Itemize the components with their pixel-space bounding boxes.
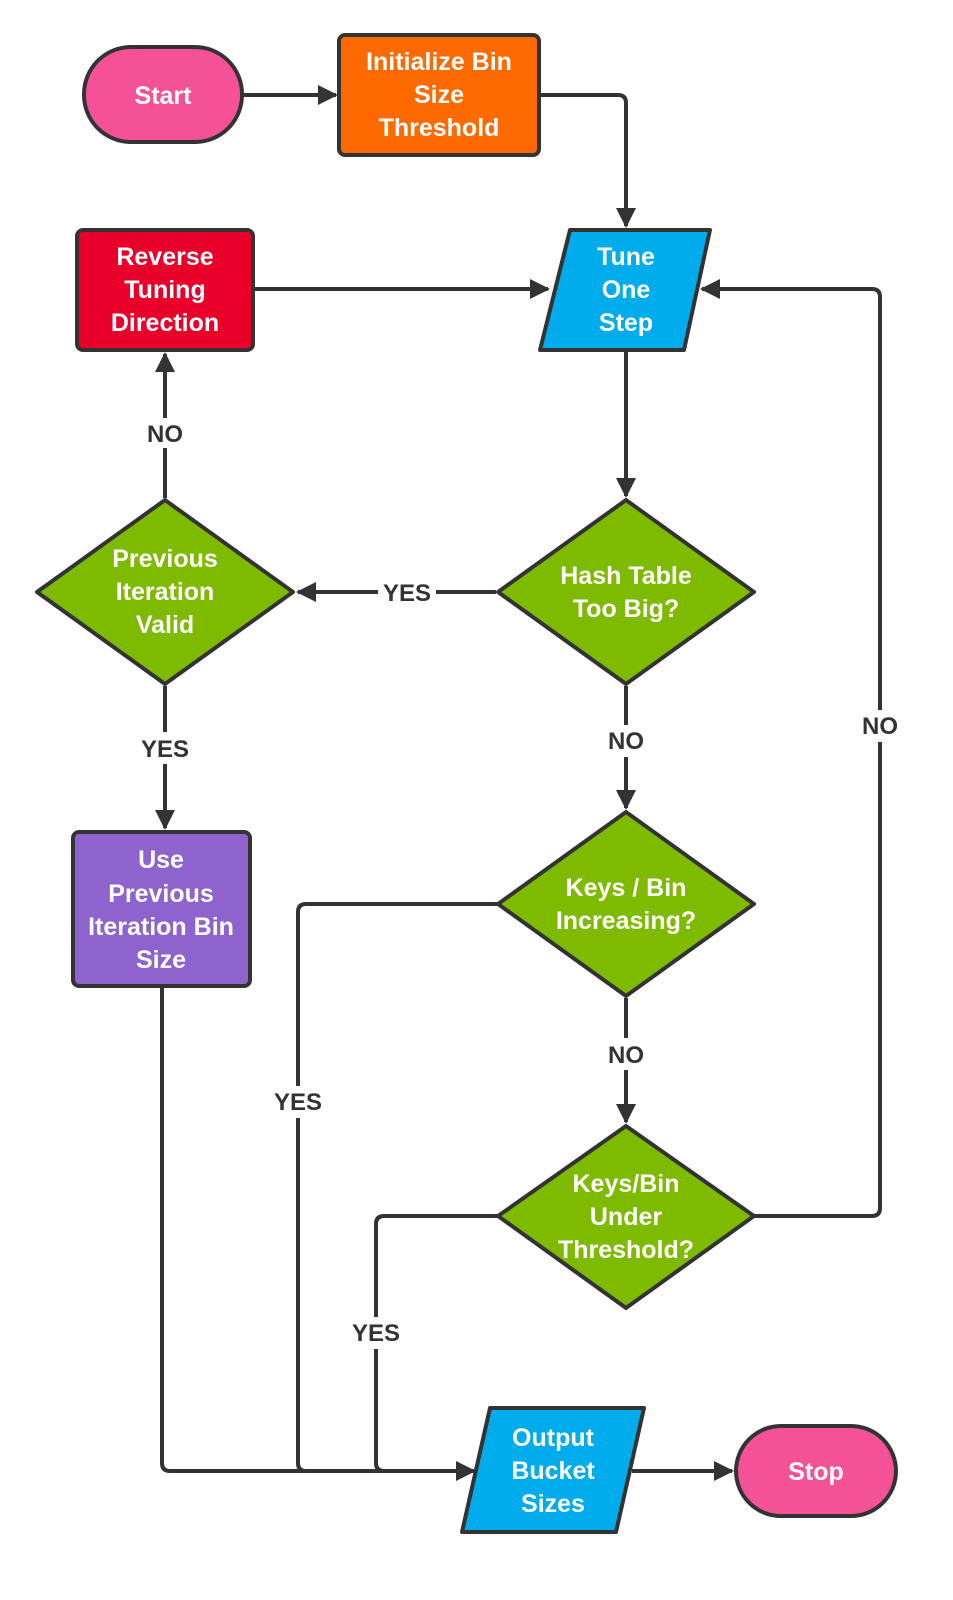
output-label-line-2: Bucket xyxy=(511,1457,595,1485)
keys-under-decision-shape xyxy=(496,1124,756,1310)
edge-label-keys-inc-no: NO xyxy=(608,1042,644,1069)
edge-label-keys-inc-yes: YES xyxy=(274,1089,322,1116)
node-use-previous-bin-size: Use Previous Iteration Bin Size xyxy=(71,830,252,988)
tune-io-shape xyxy=(538,228,712,352)
use-prev-label-line-3: Iteration Bin xyxy=(88,913,234,941)
use-prev-label-line-2: Previous xyxy=(108,880,214,908)
tune-label-line-1: Tune xyxy=(597,243,655,271)
node-previous-iteration-valid: Previous Iteration Valid xyxy=(35,498,295,686)
node-initialize: Initialize Bin Size Threshold xyxy=(337,33,541,157)
edge-label-keys-under-yes: YES xyxy=(352,1320,400,1347)
keys-under-label-line-2: Under xyxy=(590,1203,663,1231)
use-prev-process-box xyxy=(71,830,252,988)
hash-label-line-2: Too Big? xyxy=(573,595,679,623)
keys-inc-label-line-2: Increasing? xyxy=(556,907,696,935)
keys-under-label-line-1: Keys/Bin xyxy=(573,1170,680,1198)
prev-valid-label-line-2: Iteration xyxy=(116,578,215,606)
output-label-line-1: Output xyxy=(512,1424,595,1452)
reverse-label-line-1: Reverse xyxy=(116,243,213,271)
node-hash-table-too-big: Hash Table Too Big? xyxy=(496,498,756,686)
hash-label-line-1: Hash Table xyxy=(560,562,692,590)
hash-decision-shape xyxy=(496,498,756,686)
initialize-label-line-3: Threshold xyxy=(379,114,500,142)
use-prev-label-line-1: Use xyxy=(138,846,184,874)
initialize-process-box xyxy=(337,33,541,157)
prev-valid-decision-shape xyxy=(35,498,295,686)
output-io-shape xyxy=(460,1406,646,1534)
edge-label-prev-valid-yes: YES xyxy=(141,736,189,763)
keys-under-label-line-3: Threshold? xyxy=(558,1236,694,1264)
prev-valid-label-line-1: Previous xyxy=(112,545,218,573)
node-start: Start xyxy=(82,45,244,144)
keys-inc-decision-shape xyxy=(496,810,756,998)
prev-valid-label-line-3: Valid xyxy=(136,611,194,639)
start-terminator xyxy=(82,45,244,144)
output-label-line-3: Sizes xyxy=(521,1490,585,1518)
node-reverse-direction: Reverse Tuning Direction xyxy=(75,228,255,352)
keys-inc-label-line-1: Keys / Bin xyxy=(566,874,687,902)
reverse-label-line-2: Tuning xyxy=(124,276,205,304)
node-keys-bin-increasing: Keys / Bin Increasing? xyxy=(496,810,756,998)
edge-label-hash-yes: YES xyxy=(383,580,431,607)
edge-label-hash-no: NO xyxy=(608,728,644,755)
reverse-label-line-3: Direction xyxy=(111,309,219,337)
reverse-process-box xyxy=(75,228,255,352)
initialize-label-line-1: Initialize Bin xyxy=(366,48,512,76)
node-output-bucket-sizes: Output Bucket Sizes xyxy=(460,1406,646,1534)
tune-label-line-2: One xyxy=(602,276,651,304)
edge-init-to-tune xyxy=(540,93,636,228)
node-stop: Stop xyxy=(734,1424,898,1518)
edge-label-keys-under-no: NO xyxy=(862,713,898,740)
initialize-label-line-2: Size xyxy=(414,81,464,109)
edge-label-prev-valid-no: NO xyxy=(147,421,183,448)
start-label: Start xyxy=(135,82,193,110)
node-tune-one-step: Tune One Step xyxy=(538,228,712,352)
edge-keys-under-to-tune xyxy=(700,279,882,1218)
use-prev-label-line-4: Size xyxy=(136,946,186,974)
stop-terminator xyxy=(734,1424,898,1518)
node-keys-bin-under-threshold: Keys/Bin Under Threshold? xyxy=(496,1124,756,1310)
edge-use-prev-to-output xyxy=(160,986,476,1481)
tune-label-line-3: Step xyxy=(599,309,653,337)
stop-label: Stop xyxy=(788,1458,844,1486)
edge-keys-inc-to-output xyxy=(296,902,498,1473)
